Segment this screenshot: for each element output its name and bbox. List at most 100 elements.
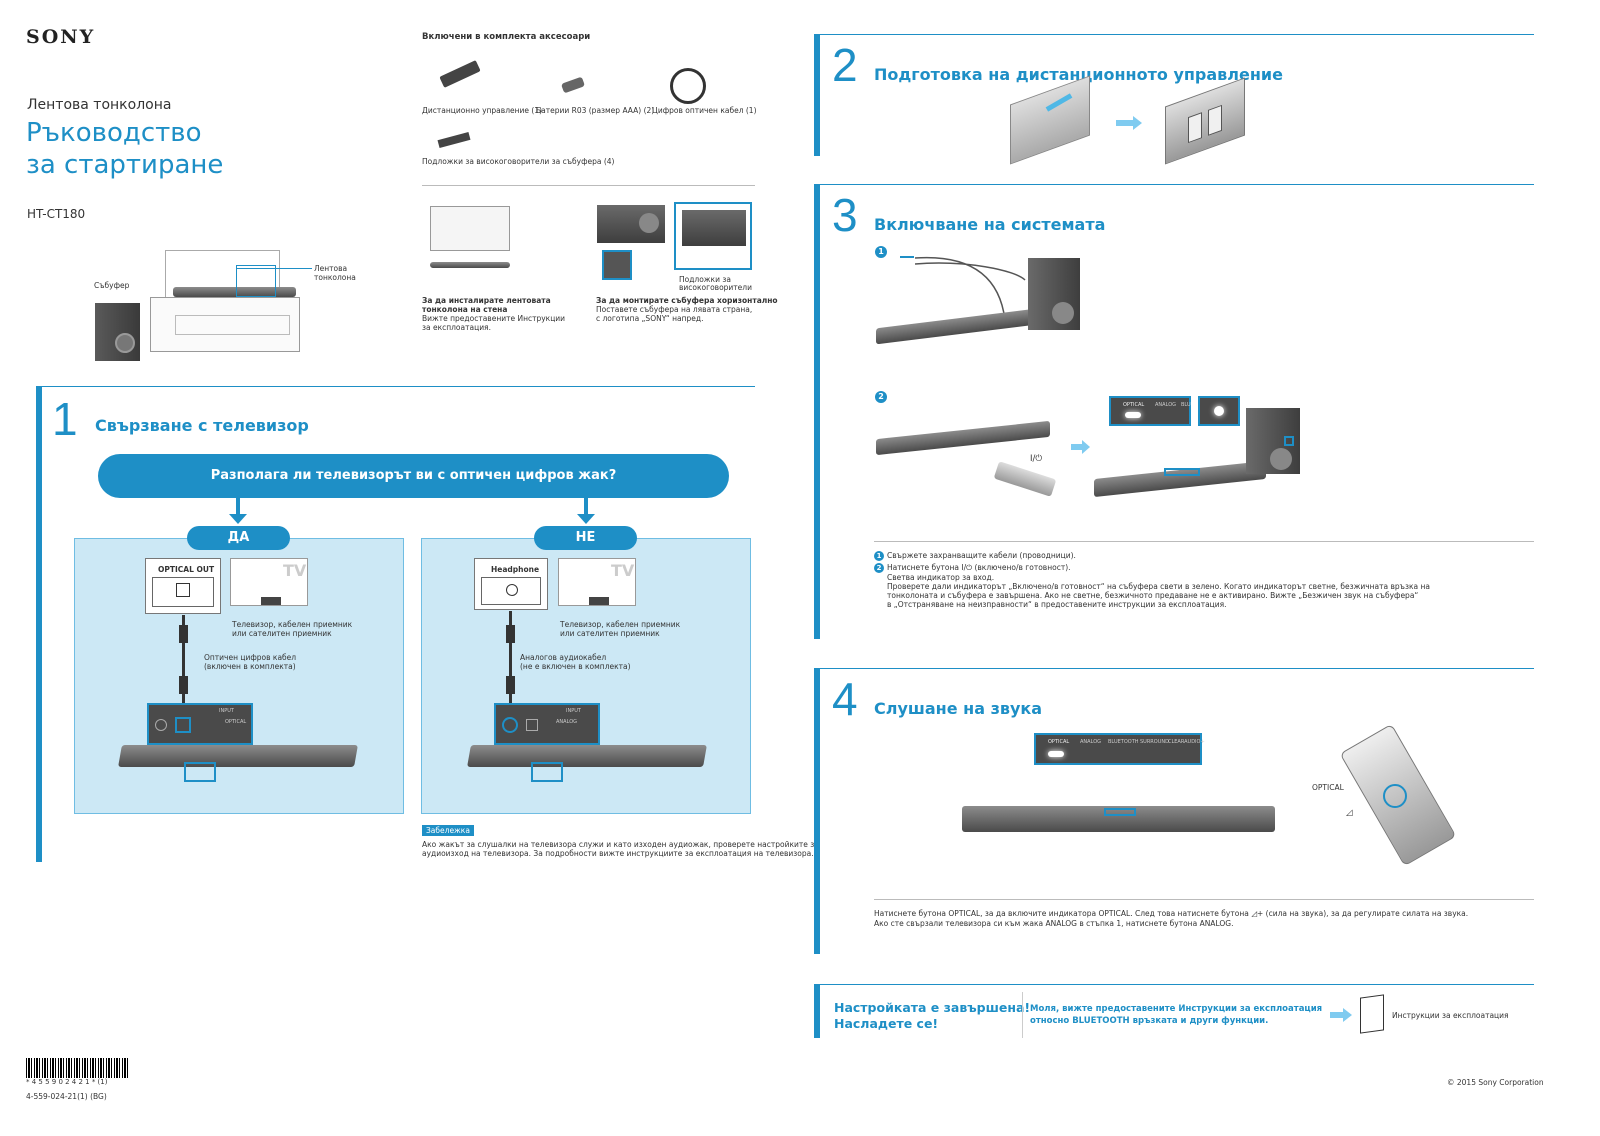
optical-out-label: OPTICAL OUT: [158, 565, 215, 574]
accessory-optical-cable: Цифров оптичен кабел (1): [652, 106, 757, 115]
tv-caption-no-1: Телевизор, кабелен приемник: [560, 620, 681, 629]
battery-1: [1188, 112, 1202, 144]
power-cords: [915, 256, 1026, 321]
sub-detail-box: [602, 250, 632, 280]
instr2-d: в „Отстраняване на неизправности“ в пред…: [887, 600, 1227, 609]
tv-caption-yes-1: Телевизор, кабелен приемник: [232, 620, 353, 629]
accessory-batteries: Батерии R03 (размер AAA) (2): [536, 106, 655, 115]
barcode-digits: * 4 5 5 9 0 2 4 2 1 * (1): [26, 1078, 108, 1086]
optical-out-box: OPTICAL OUT: [145, 558, 221, 614]
guide-title-line2: за стартиране: [26, 150, 224, 180]
tv-box-yes: TV: [230, 558, 308, 606]
manual-label: Инструкции за експлоатация: [1392, 1011, 1509, 1020]
pads-icon: [437, 131, 471, 149]
room-subwoofer: [95, 303, 140, 361]
step3-ind-blu: BLU: [1181, 402, 1191, 408]
step3-standby-panel: [1198, 396, 1240, 426]
step4-ind-surround: SURROUND: [1140, 739, 1169, 745]
step4-soundbar-highlight: [1104, 808, 1136, 816]
step4-number: 4: [832, 673, 858, 725]
no-soundbar-highlight: [531, 762, 563, 782]
sub-mount-title: За да монтирате събуфера хоризонтално: [596, 296, 778, 305]
optical-button-label: OPTICAL: [1312, 783, 1344, 792]
finish-arrow-head: [1343, 1008, 1352, 1022]
step3-sub2-marker: 2: [875, 391, 887, 403]
horizontal-sub: [597, 205, 665, 243]
optical-cable-icon: [670, 68, 706, 104]
step3-arrow-head: [1082, 440, 1090, 454]
accessories-title: Включени в комплекта аксесоари: [422, 32, 591, 42]
power-cord-soundbar: [915, 256, 1006, 321]
step1-rule: [36, 386, 755, 387]
instr2-text: Натиснете бутона I/⏻ (включено/в готовно…: [887, 563, 1071, 572]
step4-soundbar: [962, 806, 1275, 832]
step4-ind-optical: OPTICAL: [1048, 739, 1070, 745]
step3-arrow: [1071, 444, 1083, 450]
optical-cable-caption-2: (включен в комплекта): [204, 662, 296, 671]
sub-mount-text-1: Поставете събуфера на лявата страна,: [596, 305, 753, 314]
room-soundbar: [173, 287, 296, 297]
headphone-jack-icon: [506, 584, 518, 596]
soundbar-label-2: тонколона: [314, 273, 356, 282]
step3-ind-light: [1125, 412, 1141, 418]
no-arrow: [584, 498, 588, 516]
accessory-pads: Подложки за високоговорители за събуфера…: [422, 157, 615, 166]
sub-pads-box: [674, 202, 752, 270]
no-input-label: INPUT: [566, 708, 581, 714]
no-soundbar: [467, 745, 707, 767]
step2-arrow-head: [1133, 116, 1142, 130]
step4-text-1: Натиснете бутона OPTICAL, за да включите…: [874, 909, 1469, 918]
yes-soundbar: [118, 745, 358, 767]
optical-cable-line: [182, 615, 185, 705]
no-rear-jack-analog: [502, 717, 518, 733]
model-number: HT-CT180: [27, 207, 86, 221]
battery-2: [1208, 104, 1222, 136]
step4-sidebar: [814, 668, 820, 954]
power-arrow: [900, 256, 914, 258]
step4-divider: [874, 899, 1534, 900]
stand-shelf: [175, 315, 290, 335]
product-type: Лентова тонколона: [27, 97, 172, 113]
step3-sidebar: [814, 184, 820, 639]
finish-done-2: Насладете се!: [834, 1016, 939, 1031]
instr2-c: тонколоната и събуфера е завършена. Ако …: [887, 591, 1419, 600]
barcode: [26, 1058, 130, 1078]
step2-title: Подготовка на дистанционното управление: [874, 65, 1283, 84]
instr1-text: Свържете захранващите кабели (проводници…: [887, 551, 1076, 560]
battery-compartment: [1165, 77, 1245, 165]
accessories-divider: [422, 185, 755, 186]
yes-input-label: INPUT: [219, 708, 234, 714]
step3-number: 3: [832, 189, 858, 241]
optical-plug-top: [179, 625, 188, 643]
finish-rule: [814, 984, 1534, 985]
room-illustration: [80, 245, 340, 370]
yes-rear-jack-optical: [175, 717, 191, 733]
instr1-marker: 1: [874, 551, 884, 561]
optical-jack-icon: [176, 583, 190, 597]
step2-number: 2: [832, 39, 858, 91]
analog-cable-caption-2: (не е включен в комплекта): [520, 662, 631, 671]
standby-light: [1214, 406, 1224, 416]
remote-icon: [439, 60, 481, 88]
tv-stand-no: [589, 597, 609, 605]
yes-optical-label: OPTICAL: [225, 719, 247, 725]
wall-text-2: за експлоатация.: [422, 323, 491, 332]
step4-ind-bluetooth: BLUETOOTH: [1108, 739, 1139, 745]
step2-sidebar: [814, 34, 820, 156]
yes-arrow-head: [229, 514, 247, 524]
tv-stand: [150, 297, 300, 352]
battery-icon: [560, 76, 586, 94]
step4-title: Слушане на звука: [874, 699, 1043, 718]
step3-ind-optical: OPTICAL: [1123, 402, 1145, 408]
no-arrow-head: [577, 514, 595, 524]
pads-label-1: Подложки за: [679, 275, 731, 284]
step3c-soundbar: [1094, 460, 1266, 498]
finish-divider: [1022, 992, 1023, 1038]
note-text-1: Ако жакът за слушалки на телевизора служ…: [422, 840, 819, 849]
optical-cable-caption-1: Оптичен цифров кабел: [204, 653, 297, 662]
step4-ind-analog: ANALOG: [1080, 739, 1101, 745]
note-text-2: аудиоизход на телевизора. За подробности…: [422, 849, 814, 858]
finish-sidebar: [814, 984, 820, 1038]
no-rear-jack-optical: [526, 719, 538, 731]
wall-title-2: тонколона на стена: [422, 305, 508, 314]
